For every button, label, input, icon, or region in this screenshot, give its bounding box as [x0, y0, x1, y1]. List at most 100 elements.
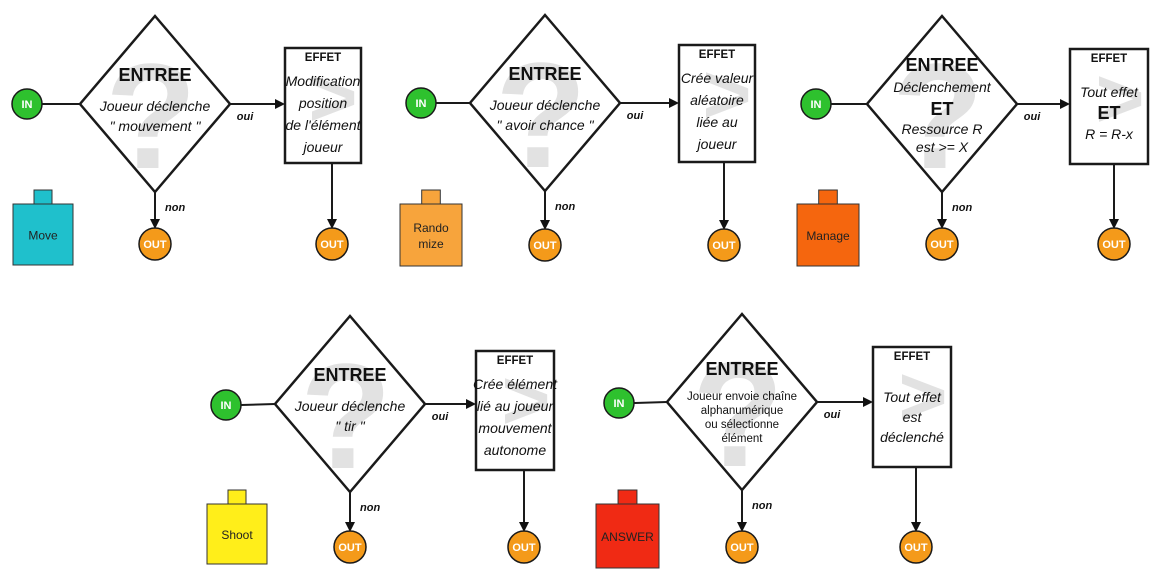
effect-line: Crée élément [473, 376, 558, 392]
out-label: OUT [533, 240, 557, 252]
ghost-question-glyph: ? [692, 330, 784, 498]
effect-line: joueur [302, 139, 344, 155]
in-label: IN [221, 400, 232, 412]
out-label: OUT [143, 239, 167, 251]
yes-label: oui [824, 409, 841, 421]
input-title: ENTREE [313, 365, 386, 385]
ghost-question-glyph: ? [495, 31, 587, 199]
block-icon: Move [12, 189, 74, 266]
effect-line: Tout effet [1080, 84, 1139, 100]
effect-title: EFFET [894, 351, 930, 363]
ghost-question-glyph: ? [892, 32, 984, 200]
input-line: élément [722, 433, 764, 445]
input-title: ENTREE [118, 65, 191, 85]
block-icon-body [399, 203, 463, 267]
ghost-question-glyph: ? [300, 332, 392, 500]
out-node [138, 227, 172, 261]
input-line: Joueur déclenche [294, 398, 406, 414]
block-icon-cap [227, 489, 247, 505]
effect-line: est [903, 409, 923, 425]
block-icon-body [796, 203, 860, 267]
ghost-arrow-glyph: > [1095, 51, 1144, 145]
block-icon-label: Move [28, 229, 58, 243]
input-line: Déclenchement [893, 79, 991, 95]
out-node [333, 530, 367, 564]
out-node [707, 228, 741, 262]
block-icon-cap [818, 189, 838, 205]
no-label: non [360, 502, 380, 514]
no-label: non [752, 500, 772, 512]
out-node [528, 228, 562, 262]
out-node [899, 530, 933, 564]
effect-title: EFFET [699, 49, 735, 61]
block-icon-label: Shoot [221, 528, 253, 542]
in-connector [240, 403, 276, 406]
yes-label: oui [1024, 111, 1041, 123]
block-icon: ANSWER [595, 489, 660, 569]
in-label: IN [811, 99, 822, 111]
effect-line: liée au [696, 114, 737, 130]
no-label: non [165, 202, 185, 214]
out-node [925, 227, 959, 261]
input-line: Joueur envoie chaîne [687, 391, 797, 403]
block-icon-label: ANSWER [601, 530, 654, 544]
input-title: ENTREE [508, 64, 581, 84]
input-title: ENTREE [705, 359, 778, 379]
block-icon-cap [617, 489, 638, 505]
effect-line: mouvement [478, 420, 552, 436]
block-icon-label: Manage [806, 229, 850, 243]
block-icon-cap [421, 189, 441, 205]
effect-line: position [298, 95, 347, 111]
effect-line: Modification [286, 73, 361, 89]
input-line: Joueur déclenche [489, 97, 601, 113]
ghost-arrow-glyph: > [898, 349, 947, 443]
effect-line: autonome [484, 442, 546, 458]
effect-title: EFFET [497, 355, 533, 367]
input-line: Joueur déclenche [99, 98, 211, 114]
effect-box [871, 345, 953, 469]
ghost-arrow-glyph: > [702, 47, 751, 141]
out-label: OUT [730, 542, 754, 554]
out-label: OUT [512, 542, 536, 554]
out-label: OUT [930, 239, 954, 251]
out-label: OUT [1102, 239, 1126, 251]
effect-line: ET [1097, 103, 1120, 123]
effect-line: joueur [696, 136, 738, 152]
out-node [725, 530, 759, 564]
out-node [507, 530, 541, 564]
effect-line: déclenché [880, 429, 944, 445]
block-icon: Manage [796, 189, 860, 267]
block-icon-body [12, 203, 74, 266]
no-label: non [555, 201, 575, 213]
out-node [1097, 227, 1131, 261]
effect-line: Tout effet [883, 389, 942, 405]
ghost-question-glyph: ? [105, 32, 197, 200]
effect-box [1068, 47, 1150, 166]
input-line: " mouvement " [110, 118, 202, 134]
out-label: OUT [338, 542, 362, 554]
in-connector [633, 401, 668, 404]
input-line: alphanumérique [701, 405, 783, 417]
input-line: ou sélectionne [705, 419, 779, 431]
no-label: non [952, 202, 972, 214]
ghost-arrow-glyph: > [501, 353, 550, 447]
effect-box [474, 349, 556, 472]
effect-box [283, 46, 363, 165]
effect-line: aléatoire [690, 92, 744, 108]
yes-label: oui [432, 411, 449, 423]
in-label: IN [614, 398, 625, 410]
out-label: OUT [904, 542, 928, 554]
block-icon-body [595, 503, 660, 569]
effect-title: EFFET [1091, 53, 1127, 65]
block-icon: Shoot [206, 489, 268, 565]
out-label: OUT [320, 239, 344, 251]
out-node [315, 227, 349, 261]
input-line: Ressource R [902, 121, 983, 137]
effect-box [677, 43, 757, 164]
